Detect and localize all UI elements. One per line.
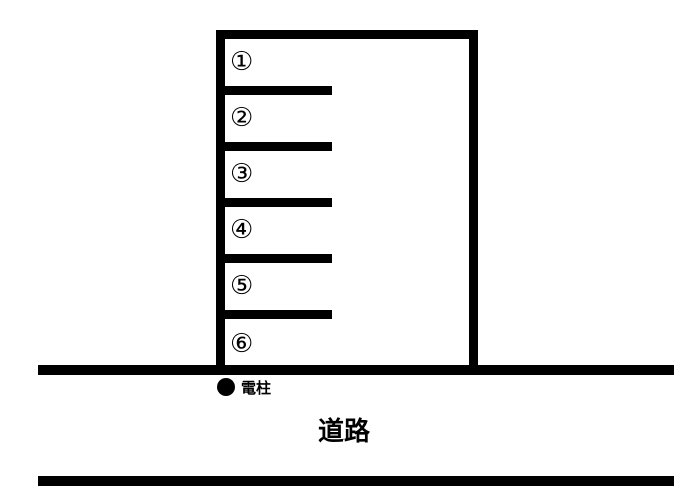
road-edge-top — [38, 365, 674, 375]
road-edge-bottom — [38, 476, 674, 486]
space-label-5: ⑤ — [230, 271, 254, 301]
space-divider — [216, 142, 332, 151]
space-divider — [216, 254, 332, 263]
space-divider — [216, 86, 332, 95]
space-label-6: ⑥ — [230, 329, 254, 359]
space-divider — [216, 310, 332, 319]
lot-right-wall — [469, 30, 478, 366]
road-label: 道路 — [318, 417, 371, 447]
utility-pole-icon — [217, 378, 235, 396]
space-label-4: ④ — [230, 215, 254, 245]
utility-pole-label: 電柱 — [241, 379, 272, 397]
space-label-2: ② — [230, 103, 254, 133]
space-label-3: ③ — [230, 159, 254, 189]
space-label-1: ① — [230, 47, 254, 77]
space-divider — [216, 198, 332, 207]
lot-top-wall — [216, 30, 478, 39]
